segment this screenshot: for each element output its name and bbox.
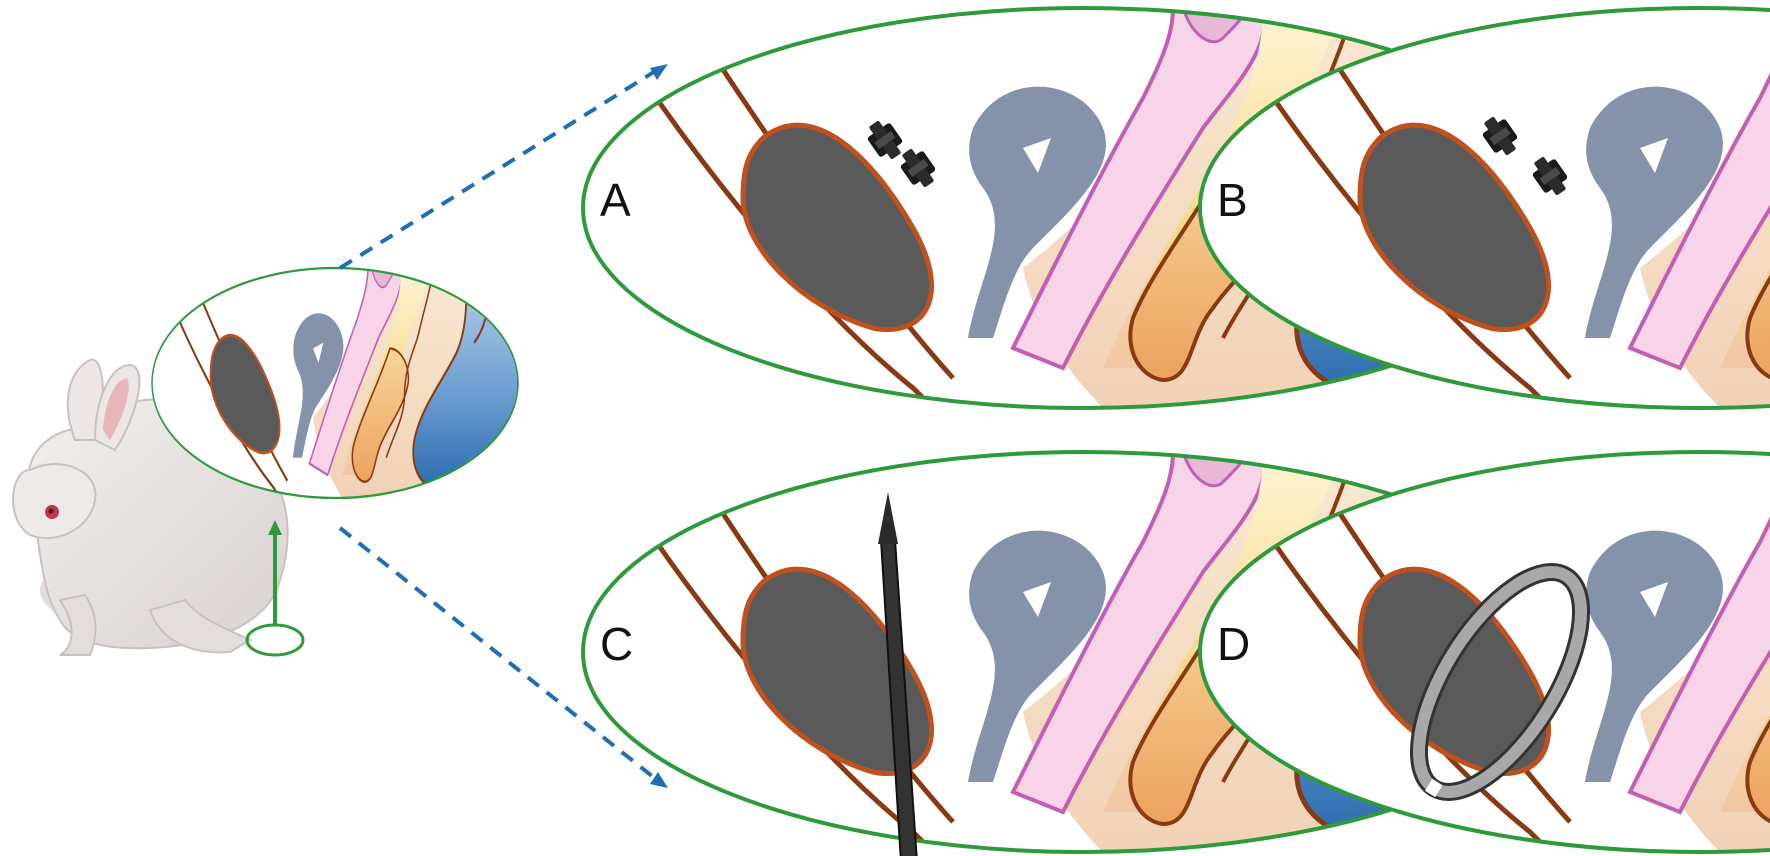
overview-anatomy [152, 268, 518, 498]
panel-c: C [583, 452, 1583, 856]
panel-label-c: C [600, 618, 633, 670]
panel-label-a: A [600, 174, 631, 226]
panel-label-d: D [1217, 618, 1250, 670]
needle-device [878, 492, 918, 856]
panel-d: D [1200, 452, 1770, 852]
green-up-arrow [268, 520, 282, 625]
panel-b: B [1200, 8, 1770, 408]
panel-a: A [583, 8, 1583, 408]
ring-device [1409, 563, 1591, 801]
panel-label-b: B [1217, 174, 1248, 226]
blue-dashed-arrow [338, 64, 668, 788]
rabbit-region-marker [245, 623, 305, 657]
